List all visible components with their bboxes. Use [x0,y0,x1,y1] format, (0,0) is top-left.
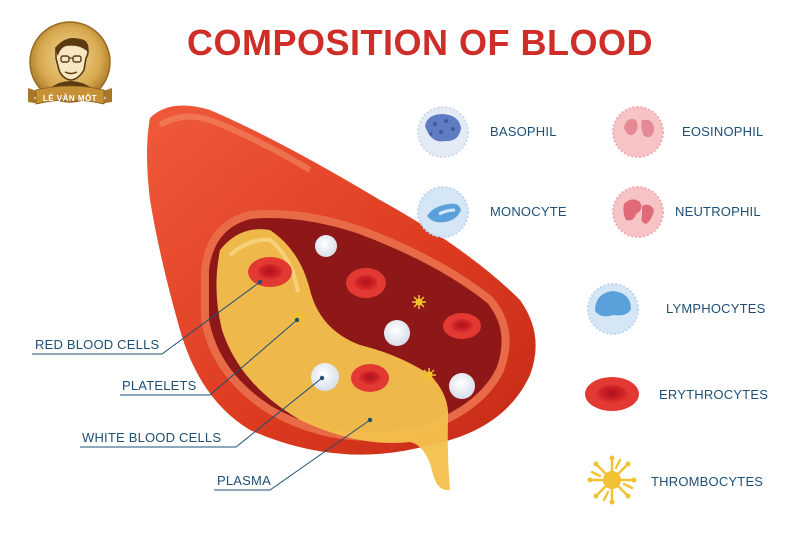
rbc-cell [346,268,386,298]
leader-line-red-blood-cells [32,281,261,355]
eosinophil-cell-icon [612,106,664,158]
thrombocyte-cell-icon [587,455,637,505]
legend-label-neutrophil: NEUTROPHIL [675,204,761,219]
legend-label-erythrocytes: ERYTHROCYTES [659,387,769,402]
label-white-blood-cells: WHITE BLOOD CELLS [82,430,222,445]
label-red-blood-cells: RED BLOOD CELLS [35,337,160,352]
label-platelets: PLATELETS [122,378,197,393]
platelet-cell [412,295,426,309]
logo-name: LÊ VĂN MỘT [42,94,98,103]
leader-line-plasma [214,419,371,491]
monocyte-cell-icon [417,186,469,238]
plasma-layer [216,229,450,491]
basophil-cell-icon [417,106,469,158]
neutrophil-cell-icon [612,186,664,238]
rbc-cell [351,364,389,392]
erythrocyte-cell-icon [585,377,639,411]
wbc-cell [449,373,475,399]
legend-label-basophil: BASOPHIL [490,124,557,139]
leader-line-white-blood-cells [80,377,323,448]
portrait-seal-icon [28,21,112,105]
wbc-cell [384,320,410,346]
leader-line-platelets [120,319,298,396]
label-plasma: PLASMA [217,473,271,488]
rbc-cell [443,313,481,339]
wbc-cell [315,235,337,257]
lymphocyte-cell-icon [587,283,639,335]
logo-since: Since 1896 [55,105,85,111]
page-title: COMPOSITION OF BLOOD [187,22,653,63]
wbc-cell [311,363,339,391]
legend-label-eosinophil: EOSINOPHIL [682,124,764,139]
rbc-cell [248,257,292,287]
legend-label-thrombocytes: THROMBOCYTES [651,474,764,489]
legend-label-monocyte: MONOCYTE [490,204,567,219]
platelet-cell [422,368,436,382]
brand-logo: LÊ VĂN MỘT Since 1896 [22,18,118,114]
legend-label-lymphocytes: LYMPHOCYTES [666,301,766,316]
